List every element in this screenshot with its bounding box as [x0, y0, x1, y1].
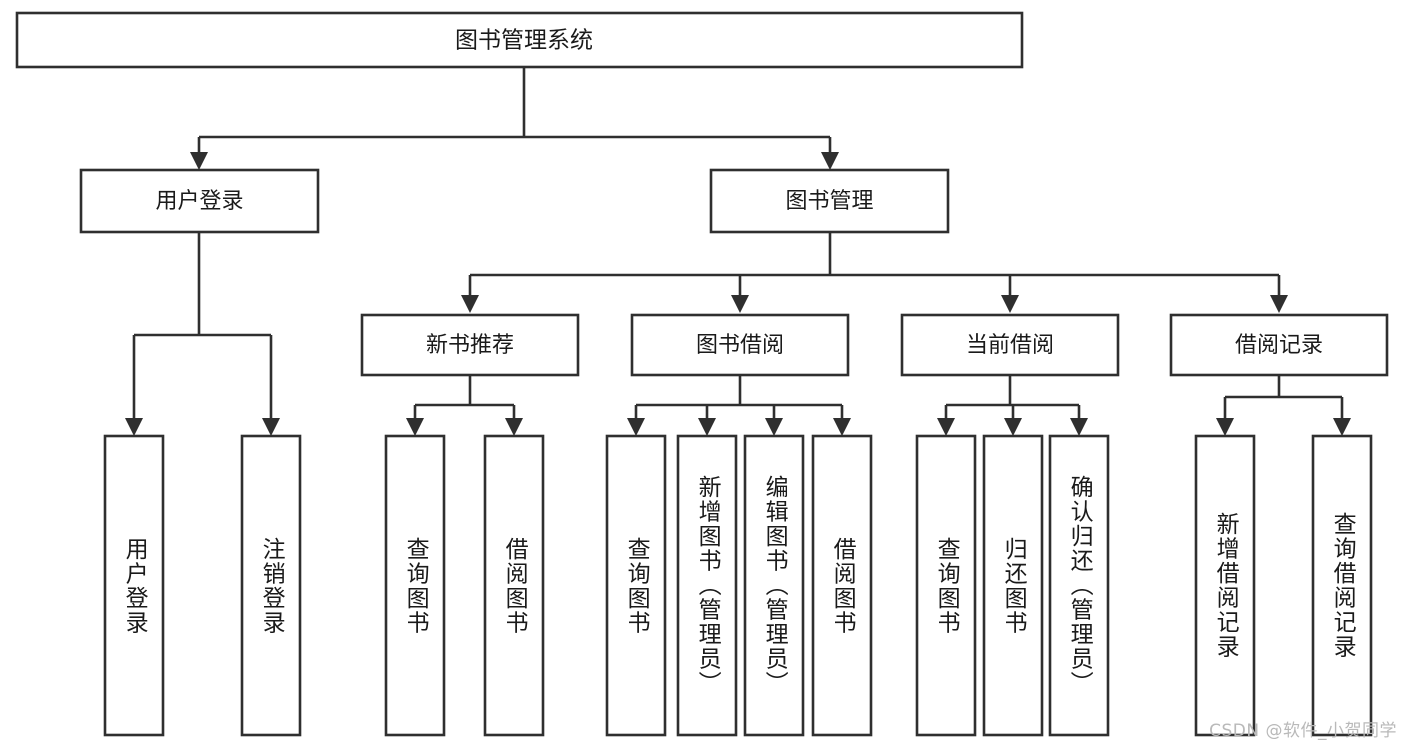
connector-group-book-borrow [627, 375, 851, 436]
leaf-box-book-borrow-2[interactable] [676, 434, 738, 737]
arrow-user-login-child-1 [125, 418, 143, 436]
arrow-new-book-child-1 [406, 418, 424, 436]
arrow-borrow-record-child-1 [1216, 418, 1234, 436]
node-borrow-record-box[interactable] [1169, 313, 1389, 377]
arrow-current-borrow-child-2 [1004, 418, 1022, 436]
arrow-to-new-book-recommend [461, 295, 479, 313]
connector-group-borrow-record [1216, 375, 1351, 436]
csdn-watermark: CSDN @软件_小贺同学 [1209, 721, 1397, 741]
arrow-book-borrow-child-1 [627, 418, 645, 436]
leaf-box-user-login-2[interactable] [240, 434, 302, 737]
arrow-to-current-borrow [1001, 295, 1019, 313]
node-new-book-recommend-box[interactable] [360, 313, 580, 377]
node-book-manage-box[interactable] [709, 168, 950, 234]
leaf-box-borrow-record-1[interactable] [1194, 434, 1256, 737]
arrow-user-login-child-2 [262, 418, 280, 436]
leaf-box-new-book-1[interactable] [384, 434, 446, 737]
leaf-box-current-borrow-2[interactable] [982, 434, 1044, 737]
leaf-box-current-borrow-1[interactable] [915, 434, 977, 737]
arrow-to-book-manage [821, 152, 839, 170]
node-book-borrow-box[interactable] [630, 313, 850, 377]
arrow-current-borrow-child-1 [937, 418, 955, 436]
connector-group-current-borrow [937, 375, 1088, 436]
connector-group-user-login [125, 232, 280, 436]
arrow-book-borrow-child-2 [698, 418, 716, 436]
leaf-box-book-borrow-1[interactable] [605, 434, 667, 737]
arrow-new-book-child-2 [505, 418, 523, 436]
arrow-to-user-login [190, 152, 208, 170]
leaf-box-new-book-2[interactable] [483, 434, 545, 737]
connector-group-root [190, 67, 839, 170]
node-book-borrow-label: 图书借阅 [696, 333, 784, 358]
leaf-box-book-borrow-3[interactable] [743, 434, 805, 737]
connector-group-book-manage [461, 232, 1288, 313]
node-user-login-label: 用户登录 [155, 189, 243, 214]
arrow-to-book-borrow [731, 295, 749, 313]
leaf-box-user-login-1[interactable] [103, 434, 165, 737]
node-root-box[interactable] [15, 11, 1024, 69]
node-user-login-box[interactable] [79, 168, 320, 234]
node-new-book-recommend-label: 新书推荐 [426, 333, 514, 358]
leaf-box-borrow-record-2[interactable] [1311, 434, 1373, 737]
node-book-manage-label: 图书管理 [785, 189, 873, 214]
arrow-current-borrow-child-3 [1070, 418, 1088, 436]
leaf-box-current-borrow-3[interactable] [1048, 434, 1110, 737]
arrow-book-borrow-child-4 [833, 418, 851, 436]
arrow-borrow-record-child-2 [1333, 418, 1351, 436]
node-current-borrow-box[interactable] [900, 313, 1120, 377]
connector-group-new-book-recommend [406, 375, 523, 436]
leaf-box-book-borrow-4[interactable] [811, 434, 873, 737]
node-borrow-record-label: 借阅记录 [1235, 333, 1323, 358]
node-current-borrow-label: 当前借阅 [966, 333, 1054, 358]
node-root-label: 图书管理系统 [455, 28, 593, 54]
arrow-to-borrow-record [1270, 295, 1288, 313]
arrow-book-borrow-child-3 [765, 418, 783, 436]
